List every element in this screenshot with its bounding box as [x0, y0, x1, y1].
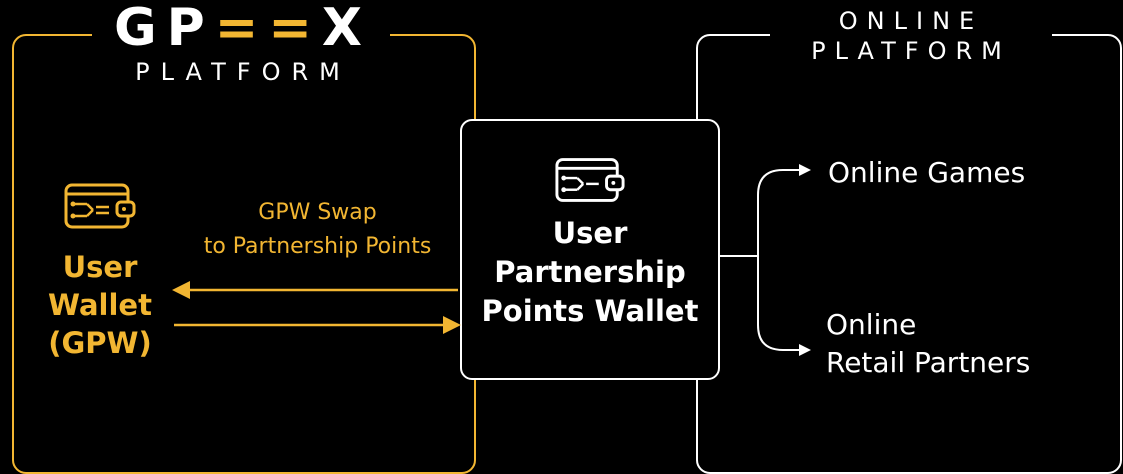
- gpx-logo-post: X: [321, 0, 373, 58]
- online-platform-title: ONLINE PLATFORM: [811, 7, 1011, 65]
- user-wallet-label: User Wallet (GPW): [48, 250, 152, 360]
- right-panel-title-gap: [770, 31, 1052, 37]
- partnership-wallet-label: User Partnership Points Wallet: [481, 216, 699, 328]
- branch-to-retail: [757, 256, 800, 351]
- online-games-label: Online Games: [828, 156, 1026, 189]
- swap-label: GPW Swap to Partnership Points: [203, 200, 432, 259]
- connector-arrows: [172, 164, 811, 356]
- gpx-logo-pre: GP: [113, 0, 215, 58]
- arrow-retail-head-icon: [799, 344, 811, 356]
- left-panel-title-gap: [92, 31, 390, 37]
- branch-to-games: [757, 169, 800, 256]
- arrow-left-head-icon: [172, 281, 190, 299]
- wallet-circuit-icon: [555, 158, 625, 202]
- arrow-games-head-icon: [799, 164, 811, 176]
- arrow-right-head-icon: [443, 316, 461, 334]
- online-retail-partners-label: Online Retail Partners: [826, 308, 1031, 379]
- gpx-logo: GP==X: [96, 0, 390, 56]
- gpx-logo-highlight: ==: [214, 0, 322, 58]
- wallet-circuit-icon: [64, 183, 136, 229]
- partnership-wallet-box: [460, 119, 720, 380]
- gpx-logo-subtitle: PLATFORM: [135, 58, 351, 86]
